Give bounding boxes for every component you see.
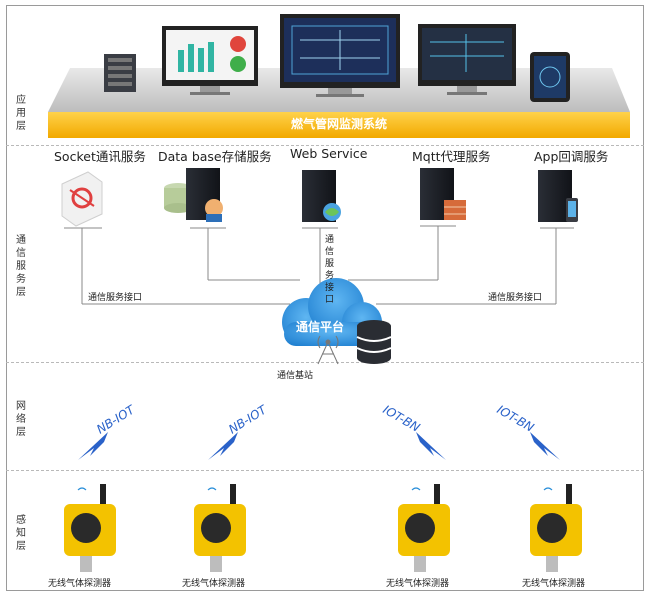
detector-label: 无线气体探测器 xyxy=(48,579,112,589)
app-server-icon xyxy=(104,54,136,92)
socket-service-icon xyxy=(61,171,103,227)
tablet-icon xyxy=(530,52,570,102)
app-banner-bar xyxy=(48,112,630,138)
service-label-web: Web Service xyxy=(290,146,368,161)
connector-lines xyxy=(64,225,574,305)
layer-divider xyxy=(6,145,644,146)
layer-label-comm: 通信服务层 xyxy=(16,235,26,298)
comm-interface-right-label: 通信服务接口 xyxy=(488,293,543,303)
lightning-icon xyxy=(520,428,560,460)
base-station-label: 通信基站 xyxy=(277,371,314,381)
web-server-icon xyxy=(302,170,341,222)
layer-divider xyxy=(6,362,644,363)
service-label-database: Data base存储服务 xyxy=(158,149,272,164)
gas-detector-icon xyxy=(64,484,116,572)
layer-label-network: 网络层 xyxy=(16,401,26,438)
database-icon xyxy=(356,320,392,364)
network-label: IOT-BN xyxy=(495,402,537,434)
layer-label-app: 应用层 xyxy=(16,95,26,132)
base-station-tower-icon xyxy=(317,335,339,365)
network-label: NB-IOT xyxy=(94,402,138,437)
lightning-icon xyxy=(208,428,248,460)
service-label-socket: Socket通讯服务 xyxy=(54,149,146,164)
gas-detector-icon xyxy=(194,484,246,572)
diagram-frame xyxy=(6,5,644,591)
lightning-icon xyxy=(406,428,446,460)
detector-label: 无线气体探测器 xyxy=(386,579,450,589)
layer-label-sensing: 感知层 xyxy=(16,515,26,552)
network-label: IOT-BN xyxy=(381,402,423,434)
mqtt-server-icon xyxy=(420,168,466,220)
layer-divider xyxy=(6,470,644,471)
monitor-charts-icon xyxy=(162,26,258,95)
monitor-dashboard-icon xyxy=(418,24,516,95)
service-label-app: App回调服务 xyxy=(534,149,609,164)
app-callback-server-icon xyxy=(538,170,578,222)
detector-label: 无线气体探测器 xyxy=(522,579,586,589)
service-label-mqtt: Mqtt代理服务 xyxy=(412,149,491,164)
gas-detector-icon xyxy=(530,484,582,572)
platform-label: 通信平台 xyxy=(296,320,345,334)
monitor-pipeline-icon xyxy=(280,14,400,97)
gas-detector-icon xyxy=(398,484,450,572)
network-lightning-icons xyxy=(78,428,560,460)
comm-interface-vertical-label: 通信服务接口 xyxy=(325,235,335,305)
app-banner-title: 燃气管网监测系统 xyxy=(290,117,387,131)
database-server-icon xyxy=(164,168,223,222)
lightning-icon xyxy=(78,428,118,460)
network-label: NB-IOT xyxy=(226,402,270,437)
comm-interface-left-label: 通信服务接口 xyxy=(88,293,143,303)
detector-label: 无线气体探测器 xyxy=(182,579,246,589)
